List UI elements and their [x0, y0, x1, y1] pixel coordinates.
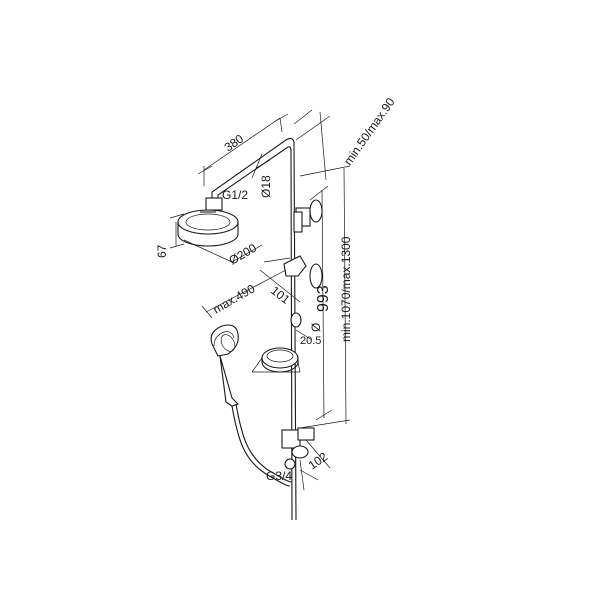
rail-top-bracket [293, 199, 323, 233]
hand-shower [210, 324, 240, 407]
shower-arm [205, 137, 297, 521]
head-diameter-label: Ø200 [227, 241, 260, 268]
rail-height-label: min.1070/max.1300 [339, 236, 353, 342]
inlet-depth-label: 102 [306, 449, 331, 472]
projection-dimension [201, 269, 287, 319]
rail-clamp [290, 312, 313, 341]
head-dimensions [169, 213, 263, 263]
inlet-thread-label: G3/4 [266, 469, 292, 483]
bottom-mixer [281, 427, 331, 491]
arm-diameter-label: Ø18 [259, 175, 273, 198]
rail-length-label: 993 [315, 285, 332, 312]
rail-diameter-value: 20.5 [300, 335, 321, 347]
hose [231, 403, 293, 487]
shower-head [177, 209, 239, 247]
max-projection-label: max.490 [211, 281, 258, 316]
height-dimensions [293, 109, 351, 429]
arm-rise-label: min.50/max.90 [341, 95, 398, 168]
arm-length-dimension [197, 113, 289, 186]
head-height-label: 67 [155, 244, 169, 258]
head-thread-label: G1/2 [222, 188, 248, 202]
holder-offset-label: 101 [268, 283, 293, 307]
rail-diameter-symbol: Ø [309, 323, 323, 332]
arm-length-label: 380 [222, 131, 247, 154]
soap-dish [251, 347, 301, 373]
hand-shower-holder [259, 255, 323, 303]
arm-diameter-leader [251, 153, 271, 179]
